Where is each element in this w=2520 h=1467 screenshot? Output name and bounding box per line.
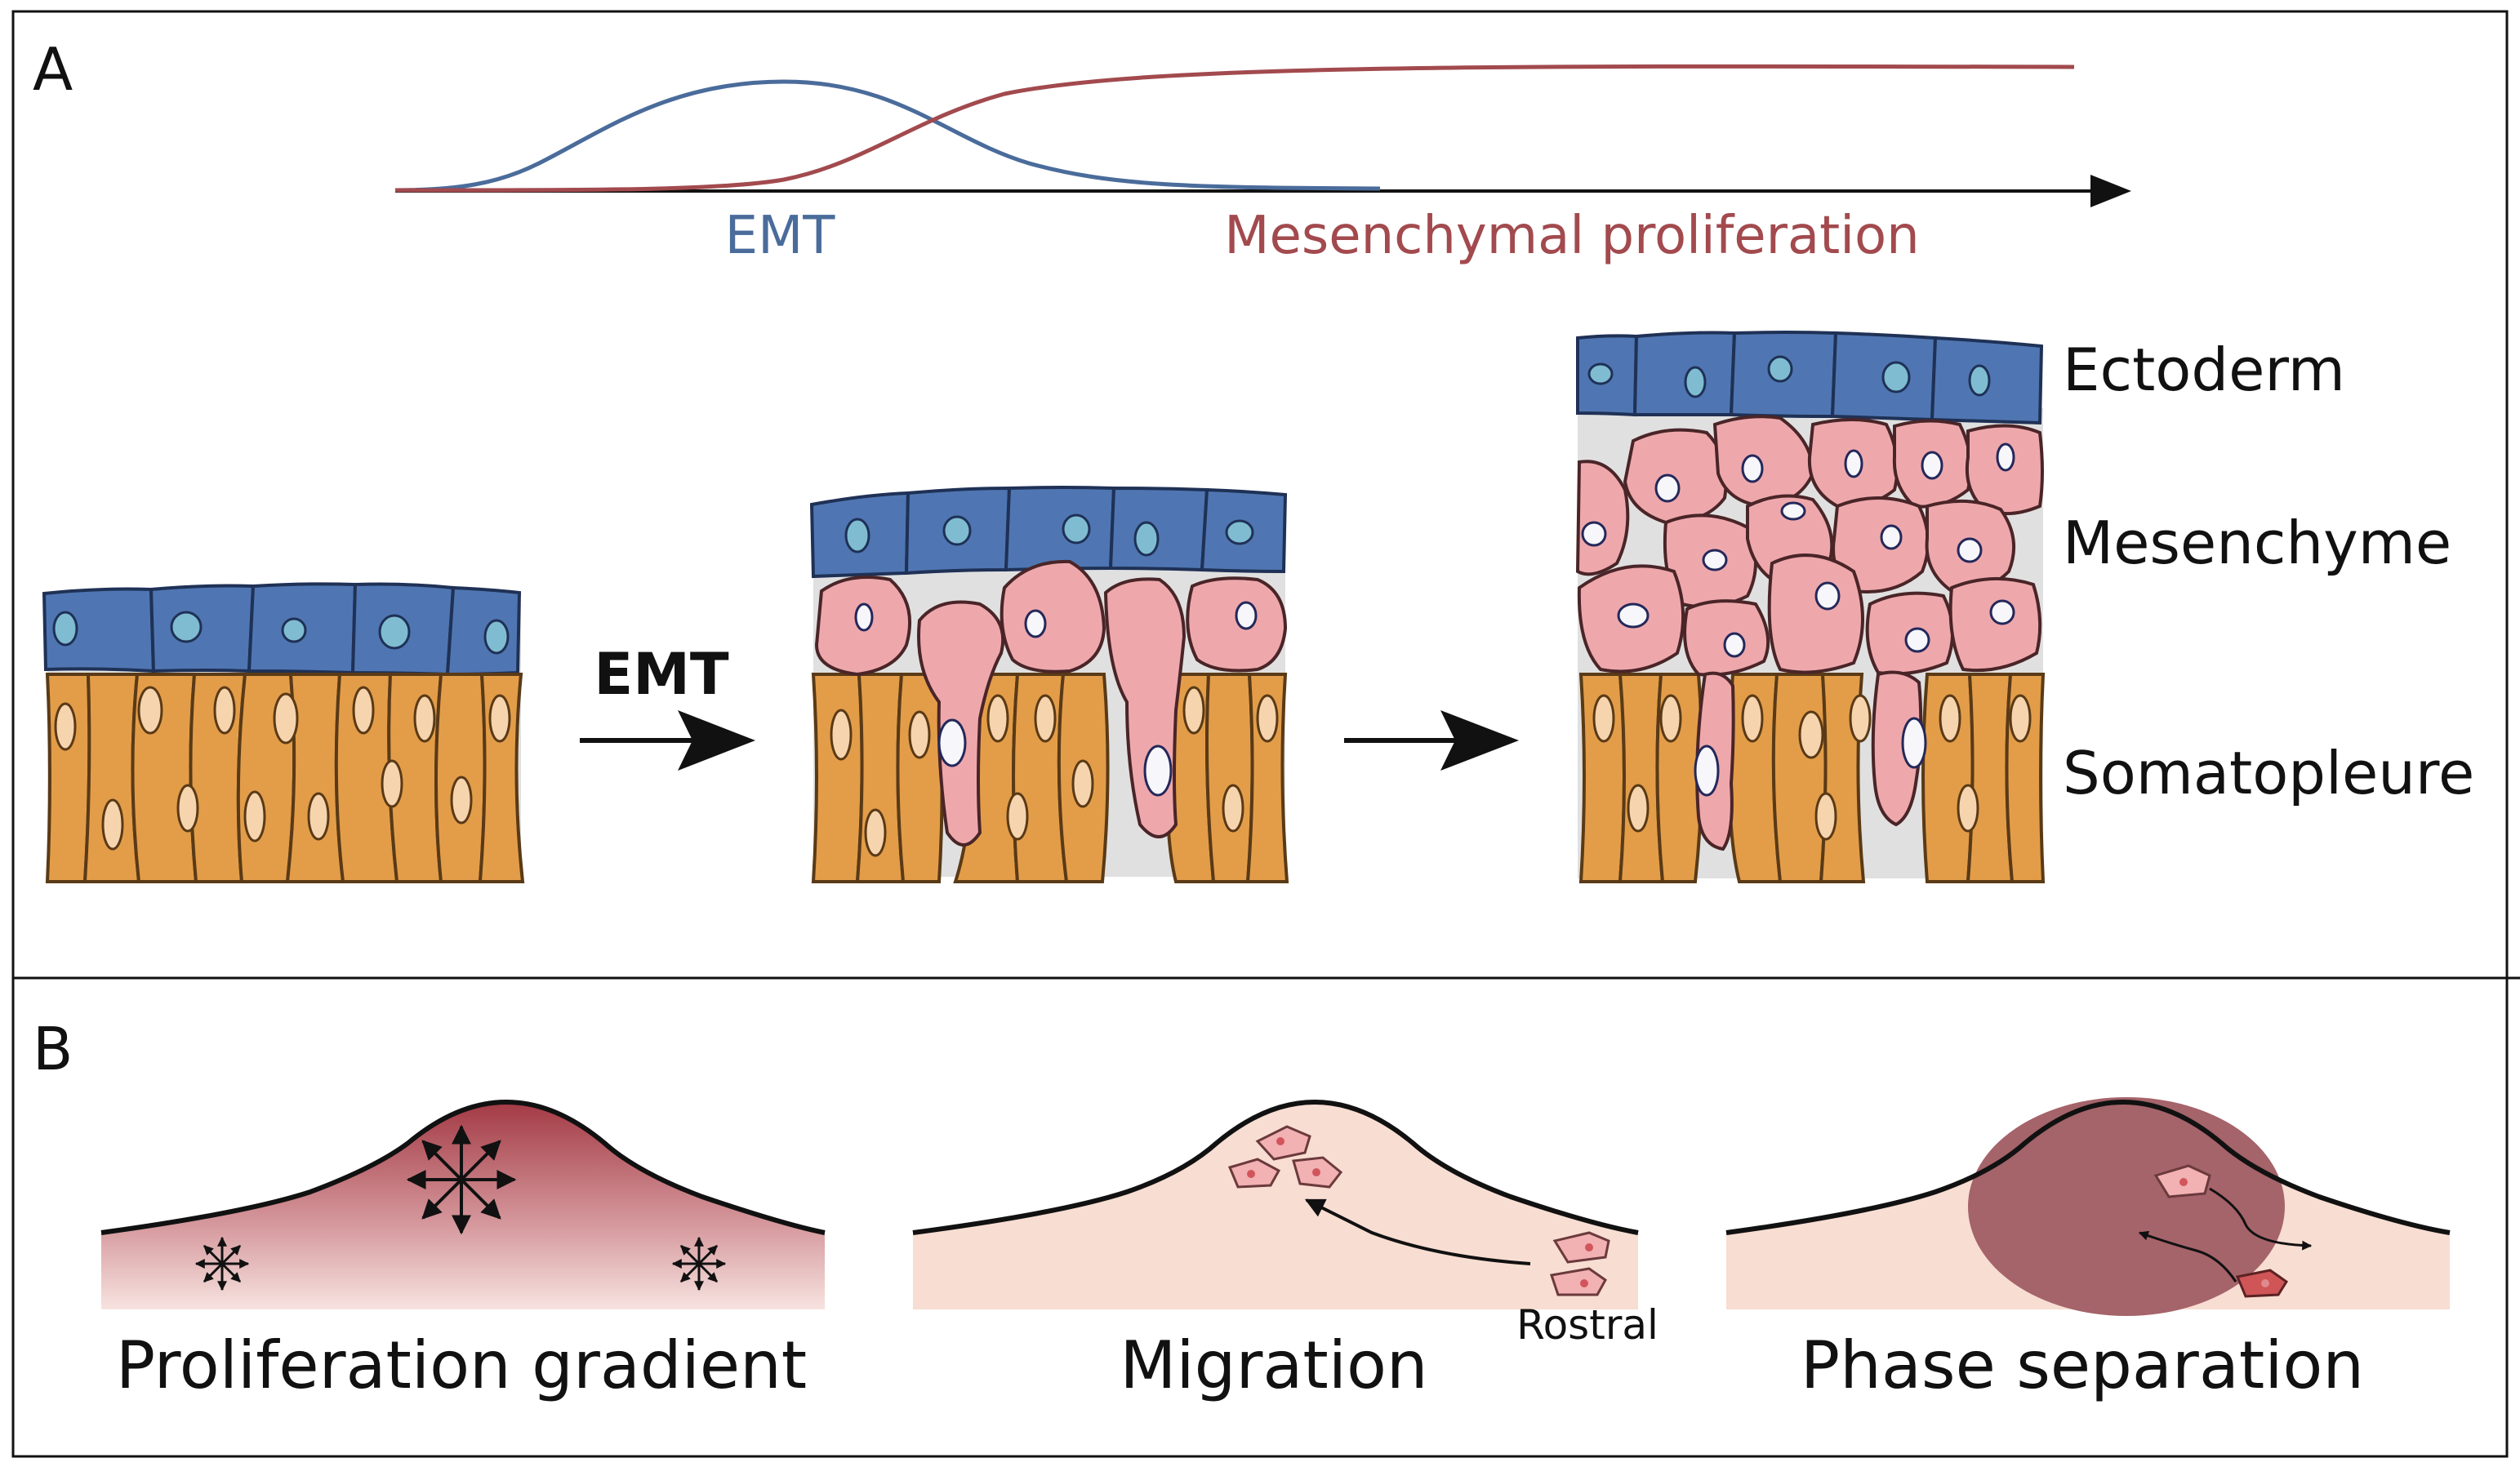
caption-phase-separation: Phase separation <box>1801 1327 2364 1403</box>
stage3-mesenchyme-nuclei <box>1581 442 2015 797</box>
stage1-ectoderm-cell <box>149 584 256 673</box>
stage3-ectoderm-nucleus <box>1881 361 1911 393</box>
layer-label-ectoderm: Ectoderm <box>2063 336 2345 404</box>
model-migration: Rostral Migration <box>912 1099 1658 1403</box>
phase-separated-domain <box>1968 1097 2285 1316</box>
stage2-ectoderm-nucleus <box>844 518 870 553</box>
layer-label-somatopleure: Somatopleure <box>2063 739 2474 807</box>
time-axis-arrowhead <box>2090 175 2131 207</box>
stage2-ectoderm-nucleus <box>1133 521 1160 557</box>
stage1-ectoderm-nucleus <box>483 619 510 655</box>
timeline-plot: EMT Mesenchymal proliferation <box>394 64 2131 266</box>
stage2-ectoderm-cell <box>1108 486 1209 572</box>
stage3-somatopleure <box>1578 673 2046 883</box>
transition-arrow-2 <box>1344 710 1519 771</box>
gradient-hill-outline <box>100 1099 826 1235</box>
stage3-ectoderm-nucleus <box>1684 366 1707 398</box>
phase-cell-lower <box>2235 1269 2289 1298</box>
proliferation-curve-label: Mesenchymal proliferation <box>1224 206 1919 266</box>
migration-hill <box>913 1102 1638 1309</box>
migrating-cells-nuclei <box>1247 1137 1320 1178</box>
model-proliferation-gradient: Proliferation gradient <box>100 1099 826 1403</box>
panel-b-label: B <box>33 1015 73 1083</box>
phase-arrow-in-visible <box>2138 1230 2237 1283</box>
model-phase-separation: Phase separation <box>1725 1097 2451 1403</box>
stage3-ectoderm-nucleus <box>1587 362 1614 385</box>
migration-arrow <box>1304 1198 1531 1265</box>
stage1-ectoderm-nucleus <box>281 617 307 643</box>
stage3-ectoderm-nucleus <box>1767 355 1793 383</box>
rostral-cells <box>1550 1231 1610 1296</box>
stage1-somatopleure-nuclei <box>54 686 511 851</box>
stage2-mesenchyme-nuclei <box>854 601 1258 797</box>
stage2-ectoderm-nucleus <box>1225 519 1254 545</box>
stage1-ectoderm-nucleus <box>170 611 203 643</box>
stage3-ectoderm-cell <box>1632 331 1737 416</box>
phase-arrow-out <box>2209 1187 2313 1251</box>
phase-cell-upper <box>2153 1164 2211 1198</box>
transition-arrow-1 <box>580 710 755 771</box>
stage2-ectoderm-cell <box>1004 486 1116 572</box>
tissue-stage-2 <box>809 486 1289 883</box>
stage1-ectoderm-nucleus <box>378 614 411 650</box>
phase-hill-outline <box>1725 1099 2451 1235</box>
emt-arrow-label: EMT <box>594 641 728 708</box>
stage1-ectoderm-cell <box>445 585 522 677</box>
tissue-stage-1 <box>42 582 525 883</box>
rostral-cells-nuclei <box>1580 1243 1593 1287</box>
caption-migration: Migration <box>1120 1327 1427 1403</box>
large-division-arrows-icon <box>406 1124 517 1235</box>
emt-curve <box>394 79 1381 193</box>
small-division-arrows-icon <box>194 1236 250 1291</box>
layer-label-mesenchyme: Mesenchyme <box>2063 509 2451 577</box>
stage3-somatopleure-nuclei <box>1592 694 2032 841</box>
proliferation-curve <box>394 64 2075 193</box>
caption-proliferation-gradient: Proliferation gradient <box>116 1327 807 1403</box>
stage2-ectoderm-nucleus <box>942 515 972 546</box>
migration-hill-outline <box>912 1099 1639 1235</box>
stage1-ectoderm-nucleus <box>52 611 78 647</box>
rostral-label: Rostral <box>1516 1301 1658 1349</box>
stage3-ectoderm-nucleus <box>1968 364 1991 397</box>
stage2-somatopleure-nuclei <box>830 686 1279 857</box>
small-division-arrows-icon <box>671 1236 727 1291</box>
tissue-stage-3 <box>1575 331 2046 883</box>
emt-curve-label: EMT <box>725 206 836 266</box>
stage2-ectoderm-nucleus <box>1062 513 1091 545</box>
panel-a-label: A <box>33 35 73 104</box>
